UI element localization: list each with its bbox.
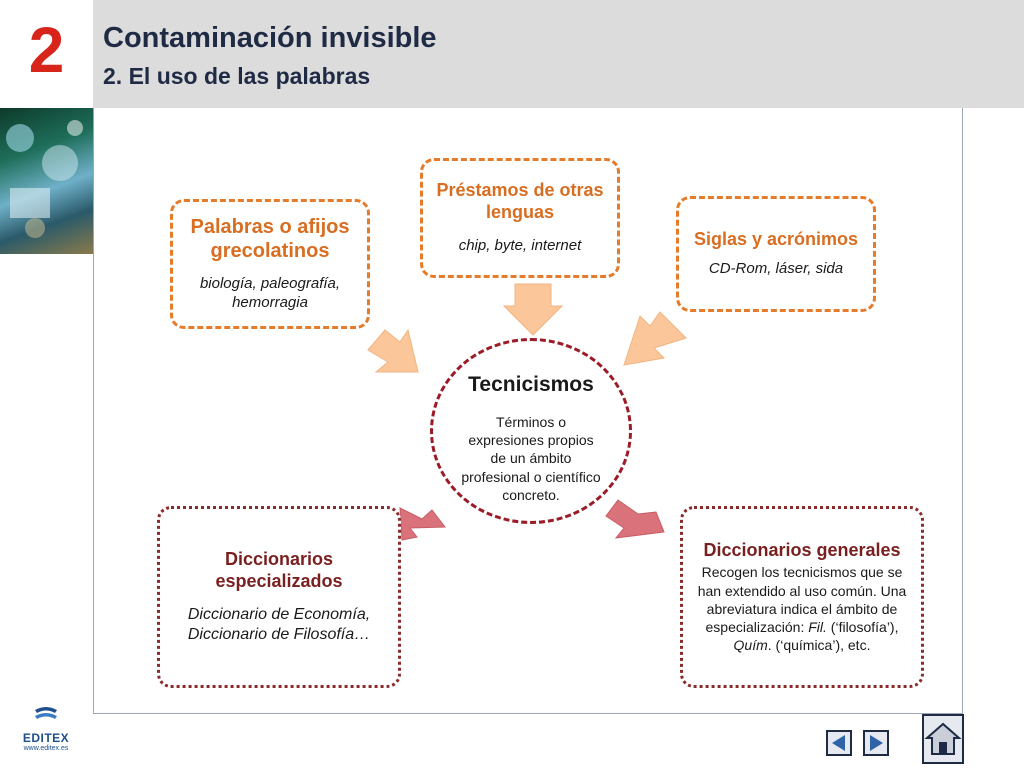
arrow-center-to-generales <box>605 499 665 539</box>
logo-name: EDITEX <box>22 731 70 745</box>
triangle-left-icon <box>832 735 845 751</box>
page-title: Contaminación invisible <box>103 22 437 54</box>
prev-button[interactable] <box>826 730 852 756</box>
box-siglas-text: CD-Rom, láser, sida <box>708 260 844 278</box>
box-grecolatinos-text: biología, paleografía, hemorragia <box>199 275 341 311</box>
center-title: Tecnicismos <box>468 373 594 396</box>
box-generales-abbr-fil: Fil. <box>808 618 827 635</box>
arrow-center-to-especializados <box>399 507 446 541</box>
box-generales-abbr-quim: Quím <box>733 637 768 654</box>
box-generales-text-part-1: Recogen los tecnicismos que se han exten… <box>697 564 907 635</box>
box-especializados: Diccionarios especializados Diccionario … <box>157 506 401 688</box>
decorative-photo <box>0 108 93 254</box>
arrow-prestamos-to-center <box>502 283 564 336</box>
box-generales-text-part-3: . (‘química’), etc. <box>767 637 871 654</box>
box-grecolatinos-title: Palabras o afijos grecolatinos <box>190 216 350 263</box>
box-generales-text: Recogen los tecnicismos que se han exten… <box>691 563 913 654</box>
content-frame <box>93 108 963 714</box>
box-especializados-title: Diccionarios especializados <box>215 549 343 591</box>
chapter-number-area: 2 <box>0 0 93 108</box>
editex-logo: EDITEX www.editex.es <box>14 706 78 762</box>
home-button[interactable] <box>922 714 964 764</box>
box-generales: Diccionarios generales Recogen los tecni… <box>680 506 924 688</box>
box-grecolatinos: Palabras o afijos grecolatinos biología,… <box>170 199 370 329</box>
box-prestamos-title: Préstamos de otras lenguas <box>436 180 604 222</box>
center-text: Términos o expresiones propios de un ámb… <box>461 414 601 503</box>
box-siglas-title: Siglas y acrónimos <box>693 228 859 249</box>
box-prestamos-text: chip, byte, internet <box>458 237 582 255</box>
page-subtitle: 2. El uso de las palabras <box>103 63 371 89</box>
triangle-right-icon <box>870 735 883 751</box>
box-especializados-text: Diccionario de Economía, Diccionario de … <box>187 605 371 643</box>
box-generales-title: Diccionarios generales <box>703 539 901 560</box>
arrow-grecolatinos-to-center <box>367 328 419 373</box>
editex-logo-mark <box>35 707 57 719</box>
next-button[interactable] <box>863 730 889 756</box>
center-tecnicismos: Tecnicismos Términos o expresiones propi… <box>430 338 632 524</box>
box-siglas: Siglas y acrónimos CD-Rom, láser, sida <box>676 196 876 312</box>
logo-url: www.editex.es <box>23 745 69 752</box>
chapter-number: 2 <box>28 14 65 86</box>
header-bar <box>93 0 1024 108</box>
box-prestamos: Préstamos de otras lenguas chip, byte, i… <box>420 158 620 278</box>
box-generales-text-part-2: (‘filosofía’), <box>826 618 899 635</box>
arrow-siglas-to-center <box>623 311 687 366</box>
home-icon <box>924 722 962 755</box>
